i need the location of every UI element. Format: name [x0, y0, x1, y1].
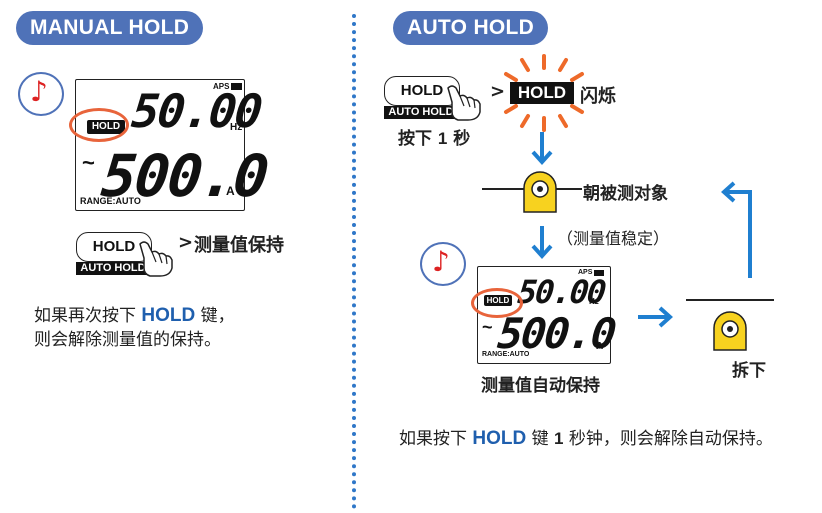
- manual-description-line1: 如果再次按下 HOLD 键，: [34, 301, 235, 327]
- auto-flash-text: 闪烁: [580, 86, 616, 107]
- auto-press-post: 秒: [447, 129, 471, 149]
- manual-hold-title: MANUAL HOLD: [16, 11, 204, 45]
- auto-arrow-symbol: >: [490, 81, 506, 102]
- auto-hold-title: AUTO HOLD: [393, 11, 549, 45]
- manual-description-line2: 则会解除测量值的保持。: [34, 330, 221, 350]
- manual-frequency-value: 50.00: [129, 84, 264, 138]
- auto-battery-icon: [594, 270, 604, 276]
- manual-desc-hold-keyword: HOLD: [141, 305, 196, 326]
- flash-rays-icon: [504, 54, 584, 132]
- manual-lcd-display: APS HOLD 50.00 Hz ~ 500.0 A RANGE:AUTO: [75, 79, 270, 211]
- manual-range-label: RANGE:AUTO: [80, 196, 141, 206]
- manual-pressing-finger-icon: [139, 241, 173, 277]
- arrow-right-icon: [638, 306, 673, 328]
- manual-hold-button[interactable]: HOLD: [76, 232, 152, 262]
- manual-frequency-unit: Hz: [230, 122, 243, 133]
- manual-ac-tilde: ~: [82, 150, 95, 175]
- manual-auto-hold-label: AUTO HOLD: [76, 262, 150, 275]
- auto-desc-hold-keyword: HOLD: [472, 428, 527, 449]
- manual-aps-label: APS: [213, 82, 230, 91]
- auto-desc-num: 1: [554, 429, 564, 448]
- flashing-hold-indicator: HOLD: [510, 82, 574, 104]
- return-arrow-icon: [721, 181, 752, 278]
- manual-action-text: 测量值保持: [194, 235, 284, 256]
- music-note-icon: ♪: [18, 72, 64, 116]
- auto-press-num: 1: [437, 129, 448, 148]
- auto-hold-button[interactable]: HOLD: [384, 76, 460, 106]
- auto-press-duration-text: 按下 1 秒: [398, 124, 470, 149]
- arrow-down-icon: [531, 226, 553, 259]
- auto-auto-hold-label: AUTO HOLD: [384, 106, 458, 119]
- auto-description: 如果按下 HOLD 键 1 秒钟，则会解除自动保持。: [399, 424, 773, 450]
- manual-battery-icon: [231, 83, 242, 90]
- clamp-on-conductor-icon: [482, 171, 582, 213]
- manual-arrow-symbol: >: [178, 232, 194, 253]
- section-divider: [352, 14, 356, 509]
- clamp-removed-icon: [686, 299, 774, 351]
- auto-hold-highlight: [471, 288, 523, 318]
- auto-aps-label: APS: [578, 269, 593, 276]
- auto-desc-pre: 如果按下: [399, 429, 473, 449]
- remove-label: 拆下: [732, 361, 766, 381]
- manual-desc-pre: 如果再次按下: [34, 306, 142, 326]
- auto-range-label: RANGE:AUTO: [482, 351, 530, 358]
- auto-desc-post: 秒钟，则会解除自动保持。: [563, 429, 773, 449]
- manual-current-unit: A: [226, 184, 235, 198]
- arrow-down-icon: [531, 132, 553, 165]
- auto-hold-caption: 测量值自动保持: [481, 376, 600, 396]
- auto-desc-mid: 键: [526, 429, 555, 449]
- auto-pressing-finger-icon: [447, 85, 481, 121]
- auto-ac-tilde: ~: [482, 317, 493, 337]
- music-note-icon: ♪: [420, 242, 466, 286]
- auto-current-unit: A: [596, 341, 604, 352]
- measurement-stable-label: （测量值稳定）: [557, 229, 670, 248]
- manual-desc-post: 键，: [195, 306, 235, 326]
- auto-frequency-unit: Hz: [589, 297, 599, 306]
- toward-object-label: 朝被测对象: [583, 184, 668, 204]
- auto-press-pre: 按下: [398, 129, 438, 149]
- manual-hold-highlight: [69, 108, 129, 142]
